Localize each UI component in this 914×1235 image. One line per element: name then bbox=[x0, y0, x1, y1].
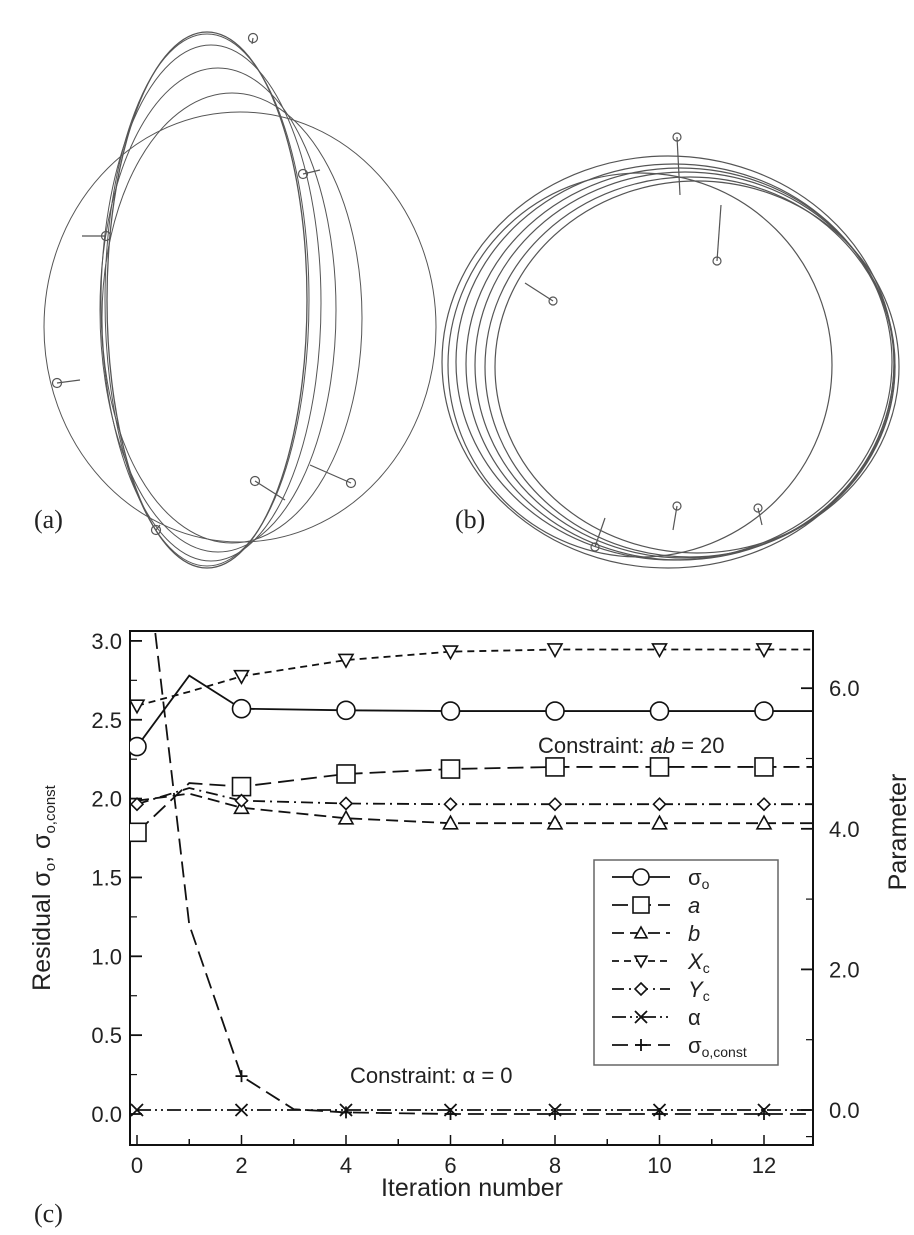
series-layer bbox=[130, 632, 813, 1120]
legend-item: b bbox=[612, 921, 700, 946]
series-6 bbox=[154, 632, 813, 1120]
x-axis-title: Iteration number bbox=[381, 1174, 563, 1202]
legend-box bbox=[593, 859, 779, 1066]
left-y-tick-label: 1.0 bbox=[91, 944, 122, 969]
svg-text:σo: σo bbox=[688, 865, 710, 892]
left-y-axis-ticks: 0.0 0.5 1.0 1.5 2.0 2.5 3.0 bbox=[91, 629, 142, 1127]
svg-text:b: b bbox=[688, 921, 700, 946]
right-y-tick-label: 0.0 bbox=[829, 1098, 860, 1123]
right-y-tick-label: 2.0 bbox=[829, 957, 860, 982]
svg-text:Xc: Xc bbox=[687, 949, 710, 976]
svg-text:Yc: Yc bbox=[688, 977, 710, 1004]
left-y-tick-label: 1.5 bbox=[91, 865, 122, 890]
x-tick-label: 2 bbox=[235, 1153, 247, 1178]
annotation-alpha-constraint: Constraint: α = 0 bbox=[350, 1063, 513, 1088]
right-y-axis-ticks: 0.0 2.0 4.0 6.0 bbox=[801, 676, 860, 1138]
x-axis-ticks: 0 2 4 6 8 10 12 bbox=[131, 1135, 776, 1178]
series-1 bbox=[130, 757, 813, 843]
left-y-tick-label: 3.0 bbox=[91, 629, 122, 654]
right-y-axis-title: Parameter bbox=[884, 774, 912, 891]
left-y-tick-label: 2.0 bbox=[91, 787, 122, 812]
x-tick-label: 4 bbox=[340, 1153, 352, 1178]
left-y-axis-title: Residual σo, σo,const bbox=[28, 784, 59, 991]
svg-text:σo,const: σo,const bbox=[688, 1033, 747, 1060]
series-4 bbox=[130, 787, 813, 812]
plot-frame bbox=[129, 630, 814, 1146]
x-tick-label: 0 bbox=[131, 1153, 143, 1178]
panel-b-label: (b) bbox=[455, 505, 485, 534]
series-3 bbox=[130, 643, 813, 715]
legend-item: σo bbox=[612, 865, 710, 892]
x-tick-label: 6 bbox=[444, 1153, 456, 1178]
x-tick-label: 8 bbox=[549, 1153, 561, 1178]
annotation-ab-constraint: Constraint: ab = 20 bbox=[538, 733, 725, 758]
svg-text:α: α bbox=[688, 1005, 701, 1030]
svg-text:a: a bbox=[688, 893, 700, 918]
panel-b-ellipse-fits bbox=[441, 132, 900, 569]
right-y-tick-label: 4.0 bbox=[829, 817, 860, 842]
x-tick-label: 12 bbox=[752, 1153, 776, 1178]
legend-item: α bbox=[612, 1005, 701, 1030]
x-tick-label: 10 bbox=[647, 1153, 671, 1178]
panel-c-convergence-chart: 0 2 4 6 8 10 12 0.0 0.5 1.0 1.5 2.0 2.5 3.0 0.0 2.0 4.… bbox=[28, 629, 912, 1202]
right-y-tick-label: 6.0 bbox=[829, 676, 860, 701]
legend-item: a bbox=[612, 893, 700, 918]
left-y-tick-label: 2.5 bbox=[91, 708, 122, 733]
legend-item: Yc bbox=[612, 977, 710, 1004]
left-y-tick-label: 0.5 bbox=[91, 1023, 122, 1048]
legend-item: Xc bbox=[612, 949, 710, 976]
left-y-tick-label: 0.0 bbox=[91, 1102, 122, 1127]
panel-a-ellipse-fits bbox=[43, 31, 437, 569]
legend-item: σo,const bbox=[612, 1033, 747, 1060]
panel-a-label: (a) bbox=[34, 505, 63, 534]
panel-c-label: (c) bbox=[34, 1199, 63, 1228]
series-2 bbox=[136, 792, 813, 830]
